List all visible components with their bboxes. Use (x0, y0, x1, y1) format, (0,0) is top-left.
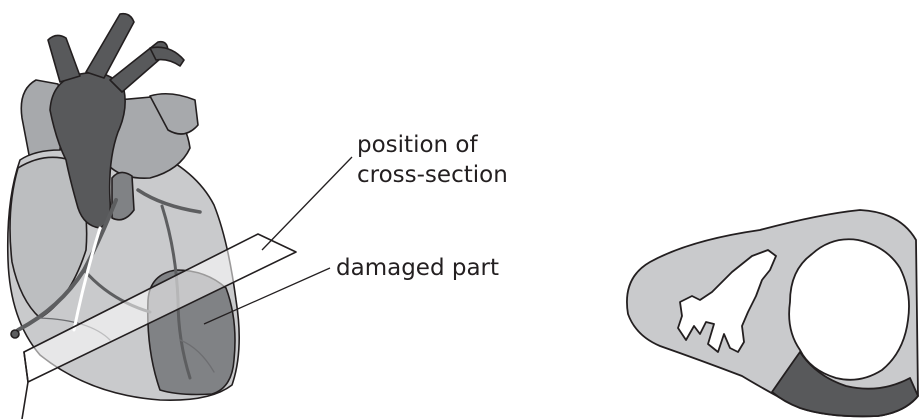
pulmonary-branch (149, 92, 199, 135)
heart-external-view (6, 12, 297, 419)
aortic-branch-4 (149, 46, 185, 67)
position-leader-line (261, 156, 353, 251)
section-large-cavity (788, 238, 910, 381)
vessel-end-dot (10, 329, 20, 339)
cross-section-view (626, 209, 919, 418)
position-label-line-1: position of (357, 132, 478, 158)
section-damaged-wall (771, 351, 919, 418)
left-atrium (111, 171, 135, 221)
damaged-leader-line (203, 267, 331, 325)
cross-section-plane-front (21, 351, 29, 419)
damaged-part-label: damaged part (336, 255, 500, 281)
coronary-artery-branch (136, 188, 202, 214)
position-label-line-2: cross-section (357, 162, 508, 188)
aortic-branch-1 (47, 34, 81, 83)
section-irregular-cavity (677, 249, 777, 353)
position-of-cross-section-label: position of cross-section (357, 130, 508, 190)
aortic-branch-2 (85, 12, 135, 79)
groove-highlight (72, 226, 102, 332)
